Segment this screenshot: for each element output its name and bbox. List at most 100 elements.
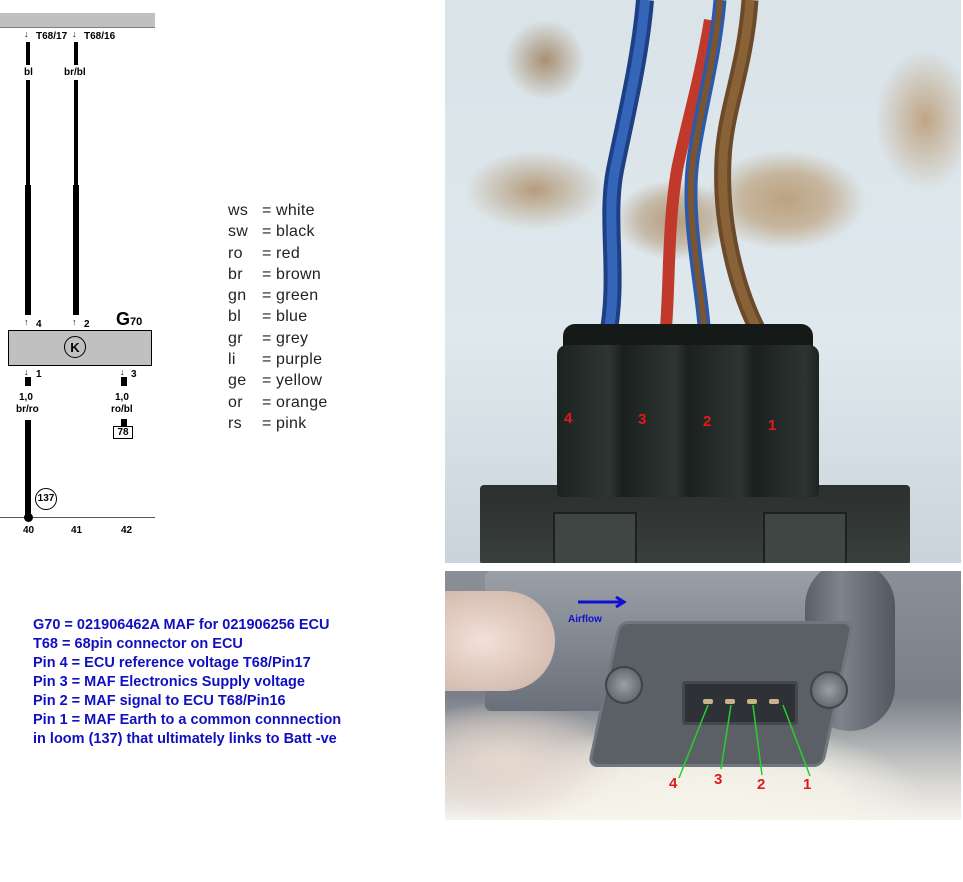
ecu-bus-bar <box>0 13 155 28</box>
wire-color-label: ro/bl <box>111 404 133 415</box>
ground-position: 42 <box>121 525 133 536</box>
legend-color: purple <box>276 351 323 369</box>
legend-code: gr <box>228 329 243 347</box>
legend-color: grey <box>276 329 309 347</box>
wire-stub <box>121 419 127 426</box>
wire-gauge: 1,0 <box>19 392 33 403</box>
note-line: G70 = 021906462A MAF for 021906256 ECU <box>33 617 330 633</box>
legend-equals: = <box>262 393 272 411</box>
pin-number: 3 <box>131 369 137 380</box>
legend-code: li <box>228 351 236 369</box>
note-line: Pin 2 = MAF signal to ECU T68/Pin16 <box>33 693 286 709</box>
maf-pin <box>747 699 757 704</box>
legend-color: green <box>276 287 319 305</box>
arrow-up-icon: ↑ <box>24 317 29 327</box>
ecu-slot <box>553 512 637 563</box>
legend-color: red <box>276 244 301 262</box>
pin-leader-lines <box>678 704 811 779</box>
wire-bl <box>26 80 30 185</box>
legend-equals: = <box>262 372 272 390</box>
pinout-notes: G70 = 021906462A MAF for 021906256 ECU T… <box>33 616 341 749</box>
cable-bundle-icon <box>598 0 771 345</box>
pin-label-1: 1 <box>803 776 812 793</box>
wire-br-ro <box>25 420 31 517</box>
connector-label-t68-16: T68/16 <box>84 31 116 42</box>
legend-color: white <box>276 202 315 219</box>
pin-label-4: 4 <box>669 775 678 792</box>
note-line: in loom (137) that ultimately links to B… <box>33 731 337 747</box>
legend-row: or=orange <box>228 392 328 413</box>
airflow-arrow-icon <box>578 596 627 608</box>
legend-row: ws =white <box>228 200 328 221</box>
legend-equals: = <box>262 351 272 369</box>
note-line: T68 = 68pin connector on ECU <box>33 636 243 652</box>
wire-color-legend: ws=white sw=black ro=red br=brown gn=gre… <box>228 200 328 434</box>
screw-icon <box>810 671 848 709</box>
wire-color-label: bl <box>24 67 33 78</box>
legend-code: ge <box>228 372 247 390</box>
legend-color: blue <box>276 308 308 326</box>
legend-code: ws <box>228 202 249 219</box>
wire-bl-thick <box>25 185 31 315</box>
legend-code: rs <box>228 414 242 432</box>
pin-number: 2 <box>84 319 90 330</box>
pin-label-2: 2 <box>703 413 712 430</box>
note-line: Pin 3 = MAF Electronics Supply voltage <box>33 674 305 690</box>
legend-row: ro=red <box>228 243 328 264</box>
legend-color: black <box>276 223 315 241</box>
wire-br-bl <box>74 80 78 185</box>
legend-row: br =brown <box>228 264 328 285</box>
pin-label-1: 1 <box>768 417 777 434</box>
pin-label-4: 4 <box>564 410 573 427</box>
note-line: Pin 1 = MAF Earth to a common connnectio… <box>33 712 342 728</box>
arrow-down-icon: ↓ <box>24 367 29 377</box>
legend-color: pink <box>276 414 307 432</box>
junction-dot-icon <box>24 513 33 522</box>
pin-label-2: 2 <box>757 776 766 793</box>
reference-box-78: 78 <box>113 426 133 439</box>
legend-equals: = <box>262 329 272 347</box>
wire-bl-upper <box>26 42 30 65</box>
legend-code: bl <box>228 308 242 326</box>
wire-br-bl-thick <box>73 185 79 315</box>
legend-row: rs =pink <box>228 413 328 434</box>
legend-equals: = <box>262 202 272 219</box>
arrow-down-icon: ↓ <box>24 29 29 39</box>
wire-stub <box>121 377 127 386</box>
legend-code: br <box>228 265 243 283</box>
legend-color: brown <box>276 265 322 283</box>
component-label: G70 <box>116 309 143 329</box>
maf-sensor-symbol-icon: K <box>64 336 86 358</box>
arrow-down-icon: ↓ <box>120 367 125 377</box>
legend-row: sw=black <box>228 221 328 242</box>
legend-row: gr =grey <box>228 328 328 349</box>
maf-sensor-photo: Airflow 4 3 2 1 <box>445 571 961 820</box>
legend-code: ro <box>228 244 243 262</box>
ground-line <box>0 517 155 518</box>
legend-row: bl =blue <box>228 306 328 327</box>
arrow-down-icon: ↓ <box>72 29 77 39</box>
legend-code: gn <box>228 287 247 305</box>
legend-equals: = <box>262 265 272 283</box>
legend-equals: = <box>262 308 272 326</box>
ecu-slot <box>763 512 847 563</box>
legend-equals: = <box>262 414 272 432</box>
connector-body <box>557 345 819 497</box>
arrow-up-icon: ↑ <box>72 317 77 327</box>
legend-row: li =purple <box>228 349 328 370</box>
wiring-schematic: ↓ T68/17 ↓ T68/16 bl br/bl ↑ 4 ↑ 2 G70 K… <box>0 0 160 540</box>
legend-row: gn=green <box>228 285 328 306</box>
wire-color-label: br/ro <box>16 404 39 415</box>
maf-pin <box>703 699 713 704</box>
wire-br-bl-upper <box>74 42 78 65</box>
pin-number: 1 <box>36 369 42 380</box>
pin-label-3: 3 <box>638 411 647 428</box>
connector-photo: 4 3 2 1 <box>445 0 961 563</box>
ground-position: 41 <box>71 525 83 536</box>
airflow-label: Airflow <box>568 614 602 625</box>
maf-pin <box>769 699 779 704</box>
ground-reference-137: 137 <box>35 488 57 510</box>
screw-icon <box>605 666 643 704</box>
wire-gauge: 1,0 <box>115 392 129 403</box>
pin-label-3: 3 <box>714 771 723 788</box>
